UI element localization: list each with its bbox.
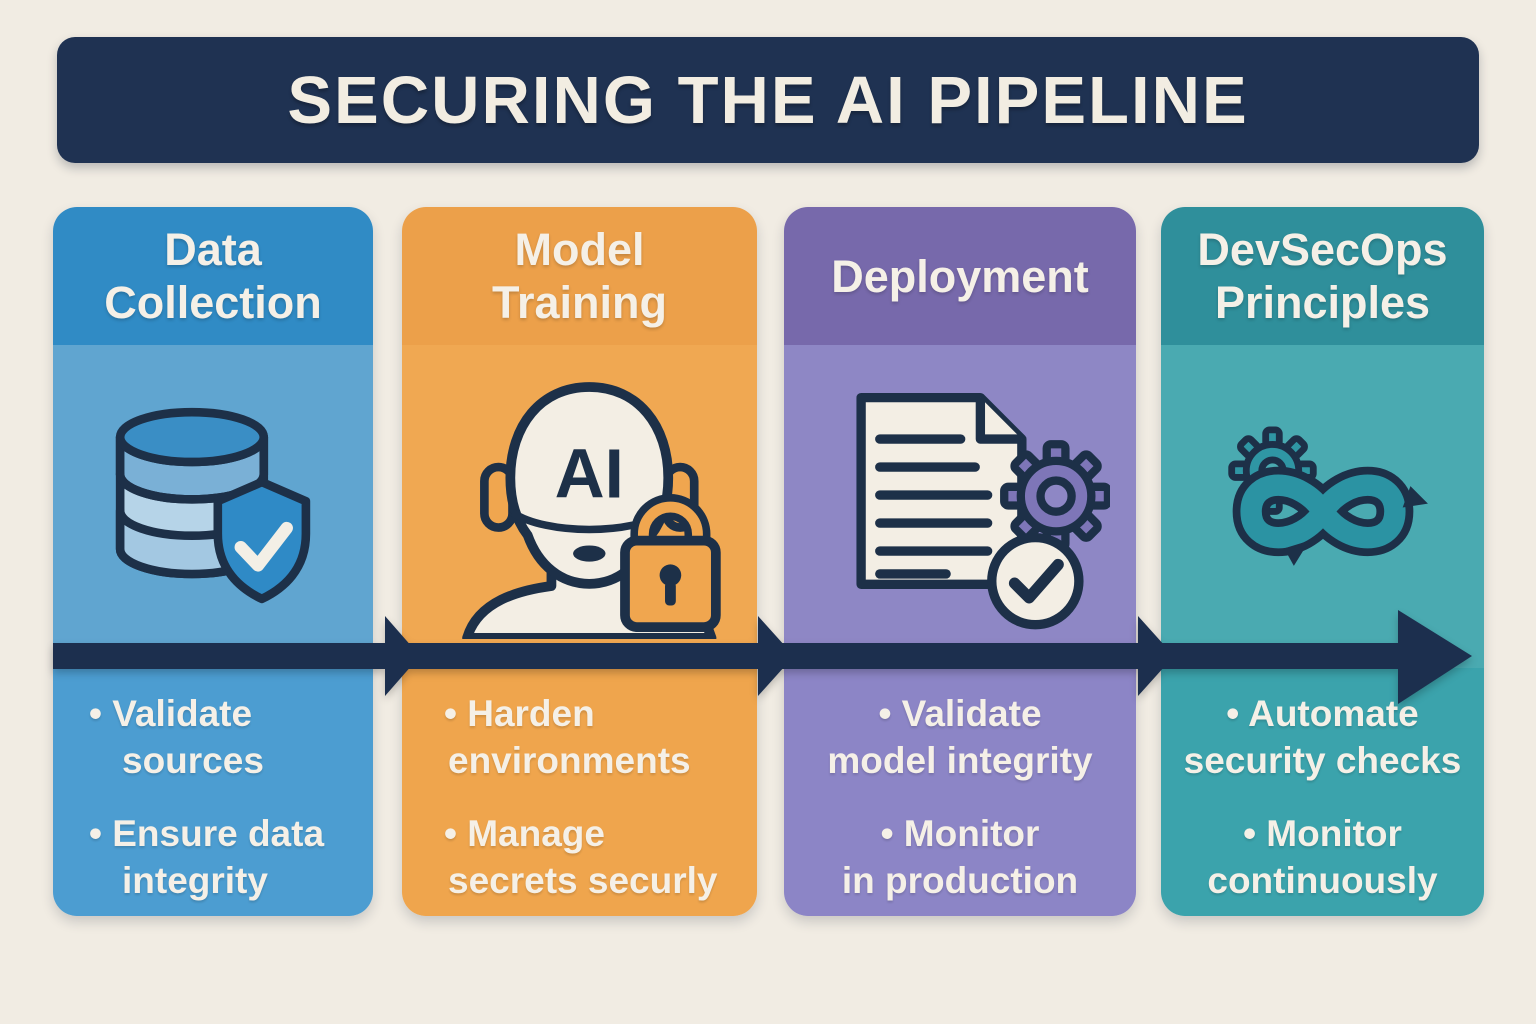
- column-devsecops-principles: DevSecOps Principles: [1161, 207, 1484, 916]
- column-icon-zone: AI: [402, 345, 757, 668]
- column-header: DevSecOps Principles: [1161, 207, 1484, 345]
- list-item: • Monitor in production: [841, 813, 1079, 901]
- column-bullets: • Validate sources • Ensure data integri…: [53, 668, 373, 916]
- column-header: Deployment: [784, 207, 1136, 345]
- database-shield-icon: [115, 407, 310, 604]
- document-gear-check-icon: [856, 392, 1110, 630]
- svg-text:AI: AI: [554, 434, 623, 512]
- ai-head-padlock-icon: AI: [461, 382, 721, 639]
- column-model-training: Model Training AI: [402, 207, 757, 916]
- column-icon-zone: [53, 345, 373, 668]
- column-data-collection: Data Collection • Validate sources: [53, 207, 373, 916]
- column-header: Model Training: [402, 207, 757, 345]
- column-bullets: • Harden environments • Manage secrets s…: [402, 668, 757, 916]
- list-item: • Ensure data integrity: [89, 813, 325, 901]
- column-title: DevSecOps Principles: [1197, 224, 1448, 328]
- list-item: • Harden environments: [444, 693, 691, 781]
- list-item: • Automate security checks: [1183, 693, 1462, 781]
- column-title: Deployment: [831, 250, 1089, 302]
- column-header: Data Collection: [53, 207, 373, 345]
- title-bar: SECURING THE AI PIPELINE: [57, 37, 1479, 163]
- column-bullets: • Automate security checks • Monitor con…: [1161, 668, 1484, 916]
- column-deployment: Deployment: [784, 207, 1136, 916]
- page-title: SECURING THE AI PIPELINE: [287, 62, 1249, 138]
- list-item: • Manage secrets securly: [444, 813, 718, 901]
- column-title: Data Collection: [104, 224, 322, 328]
- list-item: • Validate sources: [89, 693, 264, 781]
- column-icon-zone: [784, 345, 1136, 668]
- list-item: • Validate model integrity: [827, 693, 1093, 781]
- column-icon-zone: [1161, 345, 1484, 668]
- devsecops-infinity-icon: [1227, 426, 1428, 566]
- column-title: Model Training: [491, 224, 667, 328]
- column-bullets: • Validate model integrity • Monitor in …: [784, 668, 1136, 916]
- list-item: • Monitor continuously: [1207, 813, 1438, 901]
